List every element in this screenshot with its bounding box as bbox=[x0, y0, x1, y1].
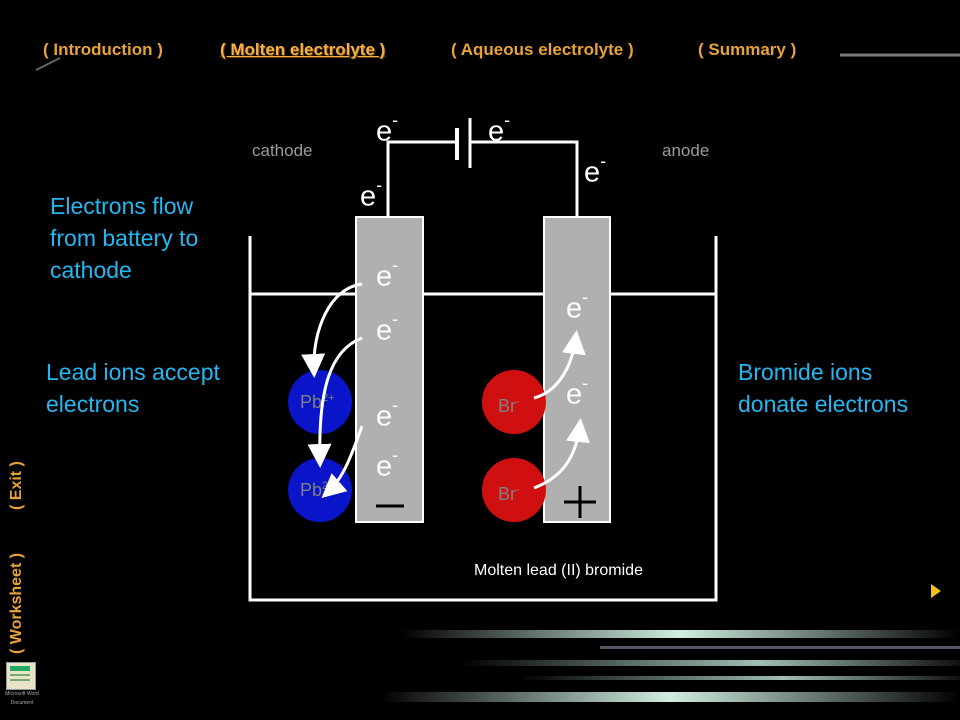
electron: e- bbox=[566, 373, 589, 411]
arrow-bromide-to-anode bbox=[533, 418, 590, 490]
bromide-ion-label: Br- bbox=[498, 484, 520, 504]
electron: e- bbox=[376, 309, 399, 347]
beaker bbox=[248, 236, 718, 602]
anode-plus-icon bbox=[564, 486, 596, 518]
nav-molten-electrolyte[interactable]: ( Molten electrolyte ) bbox=[220, 40, 386, 59]
bromide-ion-label: Br- bbox=[498, 396, 520, 416]
electron: e- bbox=[566, 287, 589, 325]
arrow-electron-to-lead bbox=[321, 425, 364, 498]
anode-wire bbox=[470, 140, 579, 216]
electrolyte-label: Molten lead (II) bromide bbox=[474, 562, 643, 579]
electron: e- bbox=[376, 255, 399, 293]
cathode-label: cathode bbox=[252, 141, 313, 160]
next-arrow-icon[interactable] bbox=[930, 583, 942, 599]
nav-aqueous-electrolyte[interactable]: ( Aqueous electrolyte ) bbox=[451, 40, 634, 59]
nav-summary[interactable]: ( Summary ) bbox=[698, 40, 797, 59]
cathode-electrode bbox=[355, 216, 424, 523]
electron: e- bbox=[584, 151, 607, 189]
bromide-ion bbox=[482, 370, 546, 434]
bromide-ion bbox=[482, 458, 546, 522]
cathode-wire bbox=[386, 140, 457, 216]
cathode-minus-icon bbox=[376, 504, 404, 508]
arrow-electron-to-lead bbox=[307, 336, 363, 468]
electron: e- bbox=[360, 175, 383, 213]
electron: e- bbox=[376, 110, 399, 148]
anode-electrode bbox=[543, 216, 611, 523]
word-document-icon[interactable] bbox=[6, 662, 36, 690]
electron: e- bbox=[376, 445, 399, 483]
arrow-bromide-to-anode bbox=[533, 330, 586, 400]
electron: e- bbox=[376, 395, 399, 433]
electron: e- bbox=[488, 110, 511, 148]
nav-introduction[interactable]: ( Introduction ) bbox=[43, 40, 163, 59]
arrow-electron-to-lead bbox=[301, 282, 363, 378]
anode-label: anode bbox=[662, 141, 710, 160]
